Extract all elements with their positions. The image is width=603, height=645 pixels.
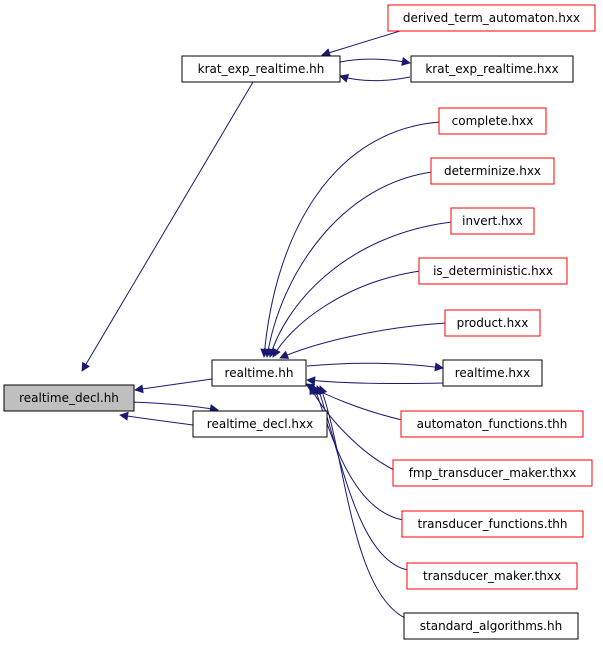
node-label: derived_term_automaton.hxx — [403, 11, 580, 25]
edge-is-deterministic-to-realtime-hh — [272, 270, 421, 358]
node-transducer-maker[interactable]: transducer_maker.thxx — [406, 562, 578, 590]
node-derived-term-automaton[interactable]: derived_term_automaton.hxx — [387, 4, 596, 32]
node-label: realtime.hxx — [455, 366, 530, 380]
node-label: automaton_functions.thh — [417, 417, 568, 431]
node-krat-exp-realtime-hxx[interactable]: krat_exp_realtime.hxx — [410, 55, 574, 83]
node-label: determinize.hxx — [444, 164, 541, 178]
edges — [81, 30, 453, 619]
node-label: realtime.hh — [225, 366, 294, 380]
node-is-deterministic[interactable]: is_deterministic.hxx — [418, 257, 568, 285]
node-automaton-functions[interactable]: automaton_functions.thh — [400, 410, 584, 438]
edge-realtime-hh-to-realtime-hxx — [306, 362, 444, 372]
edge-realtime-hh-to-realtime-decl-hh — [134, 378, 213, 394]
node-transducer-functions[interactable]: transducer_functions.thh — [401, 510, 584, 538]
node-label: invert.hxx — [462, 214, 523, 228]
edge-complete-to-realtime-hh — [260, 121, 441, 358]
node-label: transducer_functions.thh — [418, 517, 568, 531]
node-label: transducer_maker.thxx — [423, 569, 561, 583]
edge-determinize-to-realtime-hh — [263, 171, 433, 358]
node-invert[interactable]: invert.hxx — [450, 207, 535, 235]
edge-derived-term-to-krat-exp-hh — [321, 30, 401, 57]
node-label: standard_algorithms.hh — [420, 619, 562, 633]
edge-transducer-functions-to-realtime-hh — [312, 385, 404, 521]
node-label: is_deterministic.hxx — [433, 264, 553, 278]
node-krat-exp-realtime-hh[interactable]: krat_exp_realtime.hh — [181, 55, 341, 83]
edge-standard-algorithms-to-realtime-hh — [318, 385, 406, 619]
edge-transducer-maker-to-realtime-hh — [315, 385, 409, 571]
node-complete[interactable]: complete.hxx — [438, 107, 547, 135]
node-label: realtime_decl.hh — [19, 391, 119, 405]
edge-realtime-hxx-to-realtime-hh — [306, 376, 445, 386]
node-label: product.hxx — [457, 316, 529, 330]
node-standard-algorithms[interactable]: standard_algorithms.hh — [403, 612, 579, 640]
node-label: krat_exp_realtime.hh — [198, 62, 325, 76]
node-realtime-hxx[interactable]: realtime.hxx — [442, 359, 543, 387]
edge-krat-exp-hh-to-realtime-decl-hh — [81, 81, 254, 372]
node-determinize[interactable]: determinize.hxx — [430, 157, 555, 185]
node-label: complete.hxx — [452, 114, 534, 128]
edge-product-to-realtime-hh — [279, 322, 447, 359]
edge-krat-exp-hxx-to-hh — [339, 74, 411, 83]
edge-krat-exp-hh-to-hxx — [339, 57, 411, 66]
node-label: realtime_decl.hxx — [207, 417, 313, 431]
node-fmp-transducer-maker[interactable]: fmp_transducer_maker.thxx — [392, 459, 593, 487]
nodes: derived_term_automaton.hxx krat_exp_real… — [3, 4, 596, 640]
edge-realtime-decl-hh-to-hxx — [129, 401, 219, 414]
edge-realtime-decl-hxx-to-hh — [119, 411, 194, 426]
node-realtime-hh[interactable]: realtime.hh — [211, 359, 307, 387]
node-realtime-decl-hxx[interactable]: realtime_decl.hxx — [192, 410, 328, 438]
node-label: krat_exp_realtime.hxx — [425, 62, 558, 76]
node-realtime-decl-hh-root[interactable]: realtime_decl.hh — [3, 384, 135, 412]
node-product[interactable]: product.hxx — [444, 309, 541, 337]
edge-invert-to-realtime-hh — [267, 221, 453, 358]
node-label: fmp_transducer_maker.thxx — [409, 466, 577, 480]
